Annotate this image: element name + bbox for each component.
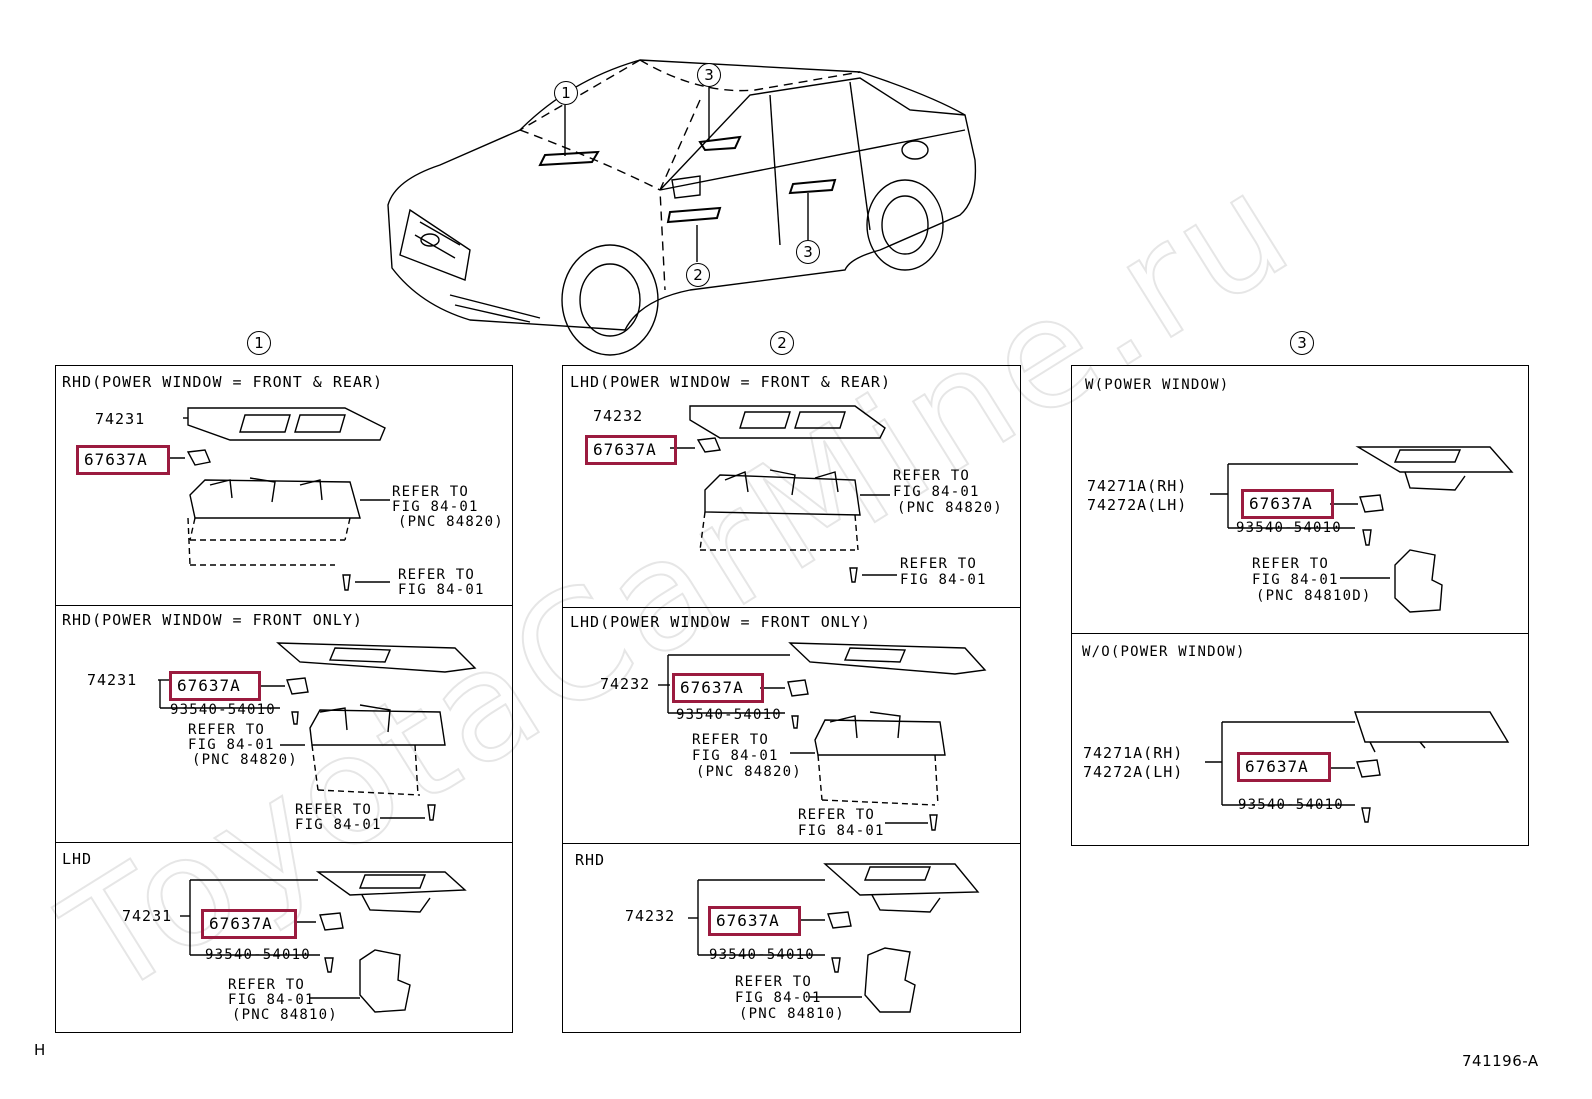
col3-top-part-93540[interactable]: 93540-54010 xyxy=(1236,520,1342,536)
callout-2-car[interactable]: 2 xyxy=(686,263,710,287)
col1-mid-refer1-line2: FIG 84-01 xyxy=(188,737,275,753)
col1-bot-part-74231[interactable]: 74231 xyxy=(122,907,173,925)
col1-mid-part-67637A-highlight[interactable]: 67637A xyxy=(169,671,261,701)
col3-bot-part-67637A-highlight[interactable]: 67637A xyxy=(1237,752,1331,782)
col2-top-part-67637A-highlight[interactable]: 67637A xyxy=(585,435,677,465)
col1-bot-part-93540[interactable]: 93540-54010 xyxy=(205,947,311,963)
col2-top-title: LHD(POWER WINDOW = FRONT & REAR) xyxy=(570,373,891,391)
col3-top-title: W(POWER WINDOW) xyxy=(1085,377,1230,393)
col1-bot-title: LHD xyxy=(62,850,93,868)
col1-mid-refer1-line3: (PNC 84820) xyxy=(192,752,298,768)
col2-mid-art xyxy=(658,642,987,831)
col2-mid-refer2-line2: FIG 84-01 xyxy=(798,823,885,839)
col3-top-refer1-line3: (PNC 84810D) xyxy=(1256,588,1372,604)
col1-mid-part-93540[interactable]: 93540-54010 xyxy=(170,702,276,718)
col3-bot-panel xyxy=(1071,633,1529,846)
col3-bot-art xyxy=(1205,711,1510,823)
col3-bot-part-93540[interactable]: 93540-54010 xyxy=(1238,797,1344,813)
column-1-header: 1 xyxy=(247,331,271,355)
col3-bot-title: W/O(POWER WINDOW) xyxy=(1082,644,1246,660)
col2-bot-part-93540[interactable]: 93540-54010 xyxy=(709,947,815,963)
col1-top-refer2-line2: FIG 84-01 xyxy=(398,582,485,598)
car-illustration xyxy=(387,59,977,356)
col2-bot-art xyxy=(688,863,980,1013)
col2-mid-refer2-line1: REFER TO xyxy=(798,807,876,823)
col1-top-part-67637A-highlight[interactable]: 67637A xyxy=(76,445,170,475)
col2-bot-part-67637A-highlight[interactable]: 67637A xyxy=(708,906,801,936)
col1-bot-refer1-line1: REFER TO xyxy=(228,977,306,993)
col2-bot-panel xyxy=(562,843,1021,1033)
col2-mid-part-67637A-highlight[interactable]: 67637A xyxy=(672,673,764,703)
col2-bot-refer1-line3: (PNC 84810) xyxy=(739,1006,845,1022)
col2-mid-refer1-line2: FIG 84-01 xyxy=(692,748,779,764)
col3-top-part-67637A-highlight[interactable]: 67637A xyxy=(1241,489,1334,519)
col3-bot-part-74272A[interactable]: 74272A(LH) xyxy=(1083,763,1184,781)
col1-mid-part-74231[interactable]: 74231 xyxy=(87,671,138,689)
col2-mid-part-74232[interactable]: 74232 xyxy=(600,675,651,693)
footer-figure-number: 741196-A xyxy=(1462,1052,1539,1070)
col1-bot-panel xyxy=(55,842,513,1033)
col2-mid-panel xyxy=(562,607,1021,844)
col2-top-part-74232[interactable]: 74232 xyxy=(593,407,644,425)
col3-top-part-74272A[interactable]: 74272A(LH) xyxy=(1087,496,1188,514)
col1-top-refer2-line1: REFER TO xyxy=(398,567,476,583)
callout-3-car-rear[interactable]: 3 xyxy=(697,63,721,87)
col2-bot-refer1-line1: REFER TO xyxy=(735,974,813,990)
col1-bot-refer1-line2: FIG 84-01 xyxy=(228,992,315,1008)
col1-top-refer1-line2: FIG 84-01 xyxy=(392,499,479,515)
col2-mid-title: LHD(POWER WINDOW = FRONT ONLY) xyxy=(570,613,871,631)
col2-bot-part-74232[interactable]: 74232 xyxy=(625,907,676,925)
col3-top-art xyxy=(1210,446,1514,613)
col1-mid-panel xyxy=(55,605,513,843)
col1-bot-refer1-line3: (PNC 84810) xyxy=(232,1007,338,1023)
col1-bot-art xyxy=(180,871,467,1013)
col1-mid-art xyxy=(158,642,477,821)
col3-top-refer1-line2: FIG 84-01 xyxy=(1252,572,1339,588)
col1-mid-refer2-line1: REFER TO xyxy=(295,802,373,818)
col2-mid-refer1-line1: REFER TO xyxy=(692,732,770,748)
col1-top-art xyxy=(168,407,390,591)
column-2-header: 2 xyxy=(770,331,794,355)
col2-bot-refer1-line2: FIG 84-01 xyxy=(735,990,822,1006)
col2-top-refer1-line2: FIG 84-01 xyxy=(893,484,980,500)
col3-top-refer1-line1: REFER TO xyxy=(1252,556,1330,572)
col2-top-refer2-line1: REFER TO xyxy=(900,556,978,572)
col1-mid-refer2-line2: FIG 84-01 xyxy=(295,817,382,833)
callout-1-car[interactable]: 1 xyxy=(554,81,578,105)
col2-top-refer1-line3: (PNC 84820) xyxy=(897,500,1003,516)
col1-top-refer1-line3: (PNC 84820) xyxy=(398,514,504,530)
col2-mid-part-93540[interactable]: 93540-54010 xyxy=(676,707,782,723)
col1-top-title: RHD(POWER WINDOW = FRONT & REAR) xyxy=(62,373,383,391)
col2-top-art xyxy=(670,405,897,583)
col2-mid-refer1-line3: (PNC 84820) xyxy=(696,764,802,780)
column-3-header: 3 xyxy=(1290,331,1314,355)
col1-top-refer1-line1: REFER TO xyxy=(392,484,470,500)
col2-bot-title: RHD xyxy=(575,851,606,869)
col3-top-part-74271A[interactable]: 74271A(RH) xyxy=(1087,477,1188,495)
footer-left-code: H xyxy=(34,1041,47,1059)
col1-bot-part-67637A-highlight[interactable]: 67637A xyxy=(201,909,297,939)
col1-mid-refer1-line1: REFER TO xyxy=(188,722,266,738)
col2-top-refer2-line2: FIG 84-01 xyxy=(900,572,987,588)
col3-bot-part-74271A[interactable]: 74271A(RH) xyxy=(1083,744,1184,762)
col1-mid-title: RHD(POWER WINDOW = FRONT ONLY) xyxy=(62,611,363,629)
col2-top-refer1-line1: REFER TO xyxy=(893,468,971,484)
callout-3-car-door[interactable]: 3 xyxy=(796,240,820,264)
col1-top-part-74231[interactable]: 74231 xyxy=(95,410,146,428)
